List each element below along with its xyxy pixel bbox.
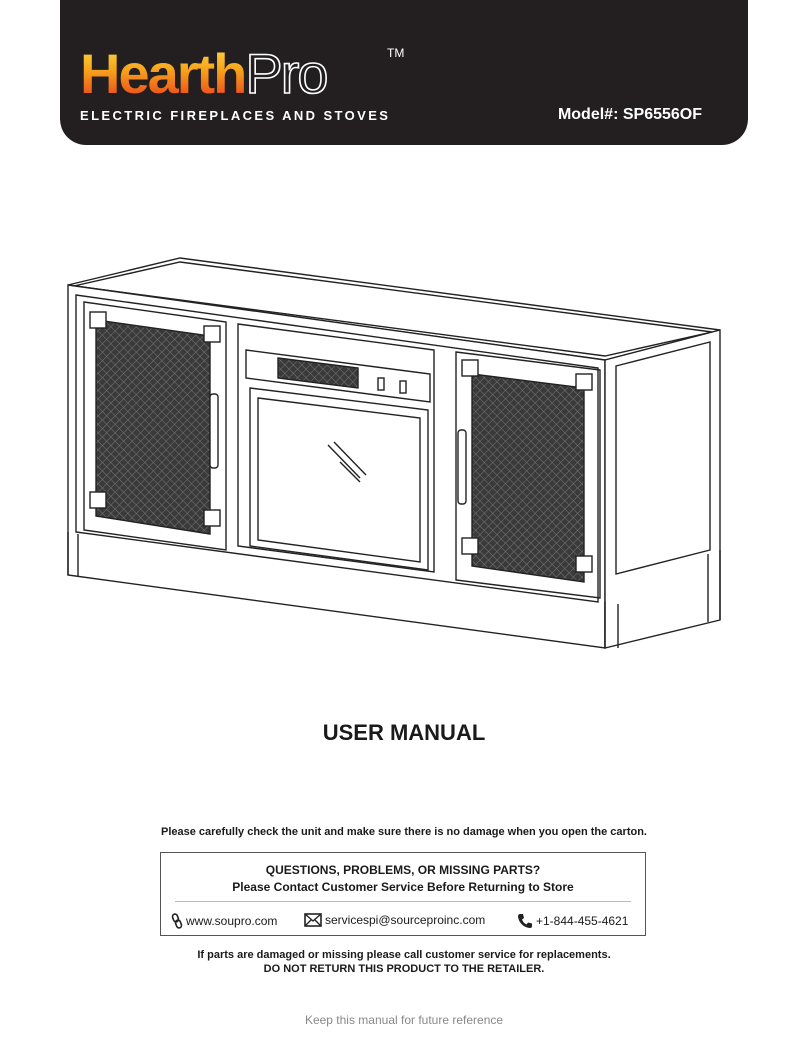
model-number: Model#: SP6556OF	[557, 106, 702, 123]
email-contact[interactable]: servicespi@sourceproinc.com	[304, 913, 485, 927]
fireplace-tv-stand-illustration	[67, 257, 721, 649]
link-icon	[171, 913, 183, 929]
brand-tagline: ELECTRIC FIREPLACES AND STOVES	[80, 108, 391, 123]
trademark-symbol: TM	[387, 46, 405, 60]
website-contact[interactable]: www.soupro.com	[171, 913, 277, 929]
do-not-return-notice: DO NOT RETURN THIS PRODUCT TO THE RETAIL…	[263, 963, 545, 975]
phone-icon	[518, 914, 532, 928]
brand-logo: HearthPro	[80, 45, 329, 103]
contact-box-subheading: Please Contact Customer Service Before R…	[232, 880, 574, 894]
contact-box-divider	[175, 901, 631, 902]
contact-box: QUESTIONS, PROBLEMS, OR MISSING PARTS? P…	[160, 852, 646, 936]
mail-icon	[304, 913, 322, 927]
manual-title: USER MANUAL	[322, 720, 486, 745]
contact-box-heading: QUESTIONS, PROBLEMS, OR MISSING PARTS?	[265, 863, 541, 877]
brand-name-pro: Pro	[245, 42, 330, 105]
check-unit-notice: Please carefully check the unit and make…	[161, 826, 647, 838]
header-banner: HearthPro TM ELECTRIC FIREPLACES AND STO…	[60, 0, 748, 145]
damaged-parts-notice: If parts are damaged or missing please c…	[197, 949, 611, 961]
brand-name-hearth: Hearth	[80, 42, 247, 105]
phone-number[interactable]: +1-844-455-4621	[536, 914, 629, 928]
phone-contact[interactable]: +1-844-455-4621	[517, 913, 628, 929]
email-link[interactable]: servicespi@sourceproinc.com	[325, 913, 486, 927]
website-link[interactable]: www.soupro.com	[186, 914, 278, 928]
footer-note: Keep this manual for future reference	[304, 1013, 504, 1027]
